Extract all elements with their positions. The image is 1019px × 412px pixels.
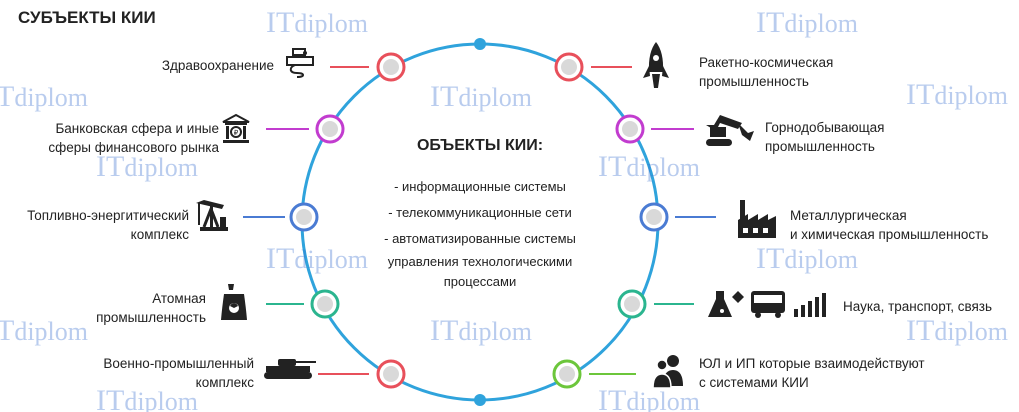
- center-item-1: - информационные системы: [394, 179, 566, 194]
- center-item-3: - автоматизированные системы: [384, 231, 576, 246]
- health-icon: [286, 48, 314, 78]
- rocket-icon: [643, 42, 669, 88]
- label-science-transport: Наука, транспорт, связь: [843, 299, 992, 314]
- science-transport-icon: [708, 291, 826, 318]
- right-2-node-inner: [622, 121, 638, 137]
- center-list: - информационные системы - телекоммуника…: [370, 174, 590, 292]
- ring-top-dot: [474, 38, 486, 50]
- label-banking: Банковская сфера и иные сферы финансовог…: [48, 121, 219, 155]
- right-4-node-inner: [624, 296, 640, 312]
- label-fuel-energy: Топливно-энергитический комплекс: [27, 208, 189, 242]
- people-icon: [652, 355, 683, 389]
- ring-bottom-dot: [474, 394, 486, 406]
- left-3-node-inner: [296, 209, 312, 225]
- center-heading: ОБЪЕКТЫ КИИ:: [416, 137, 544, 154]
- left-2-node-inner: [322, 121, 338, 137]
- label-military: Военно-промышленный комплекс: [103, 356, 254, 390]
- label-metallurgy: Металлургическая и химическая промышленн…: [790, 208, 989, 242]
- label-healthcare: Здравоохранение: [161, 58, 274, 73]
- right-3-node-inner: [646, 209, 662, 225]
- right-1-node-inner: [561, 59, 577, 75]
- right-5-node-inner: [559, 366, 575, 382]
- excavator-icon: [706, 115, 754, 146]
- label-legal-entities: ЮЛ и ИП которые взаимодействуют с систем…: [699, 356, 925, 390]
- left-4-node-inner: [317, 296, 333, 312]
- left-1-node-inner: [383, 59, 399, 75]
- bank-icon: ₽: [222, 113, 250, 143]
- center-item-2: - телекоммуникационные сети: [388, 205, 572, 220]
- left-5-node-inner: [383, 366, 399, 382]
- center-item-5: процессами: [443, 274, 517, 289]
- factory-icon: [738, 200, 776, 238]
- label-mining: Горнодобывающая промышленность: [765, 120, 885, 154]
- label-nuclear: Атомная промышленность: [96, 291, 206, 325]
- tank-icon: [264, 359, 316, 379]
- svg-text:₽: ₽: [234, 129, 239, 137]
- oil-pump-icon: [196, 200, 228, 231]
- nuclear-plant-icon: [221, 284, 247, 320]
- center-item-4: управления технологическими: [387, 254, 573, 269]
- label-rocket-space: Ракетно-космическая промышленность: [699, 55, 834, 89]
- diagram-title: СУБЪЕКТЫ КИИ: [18, 8, 156, 27]
